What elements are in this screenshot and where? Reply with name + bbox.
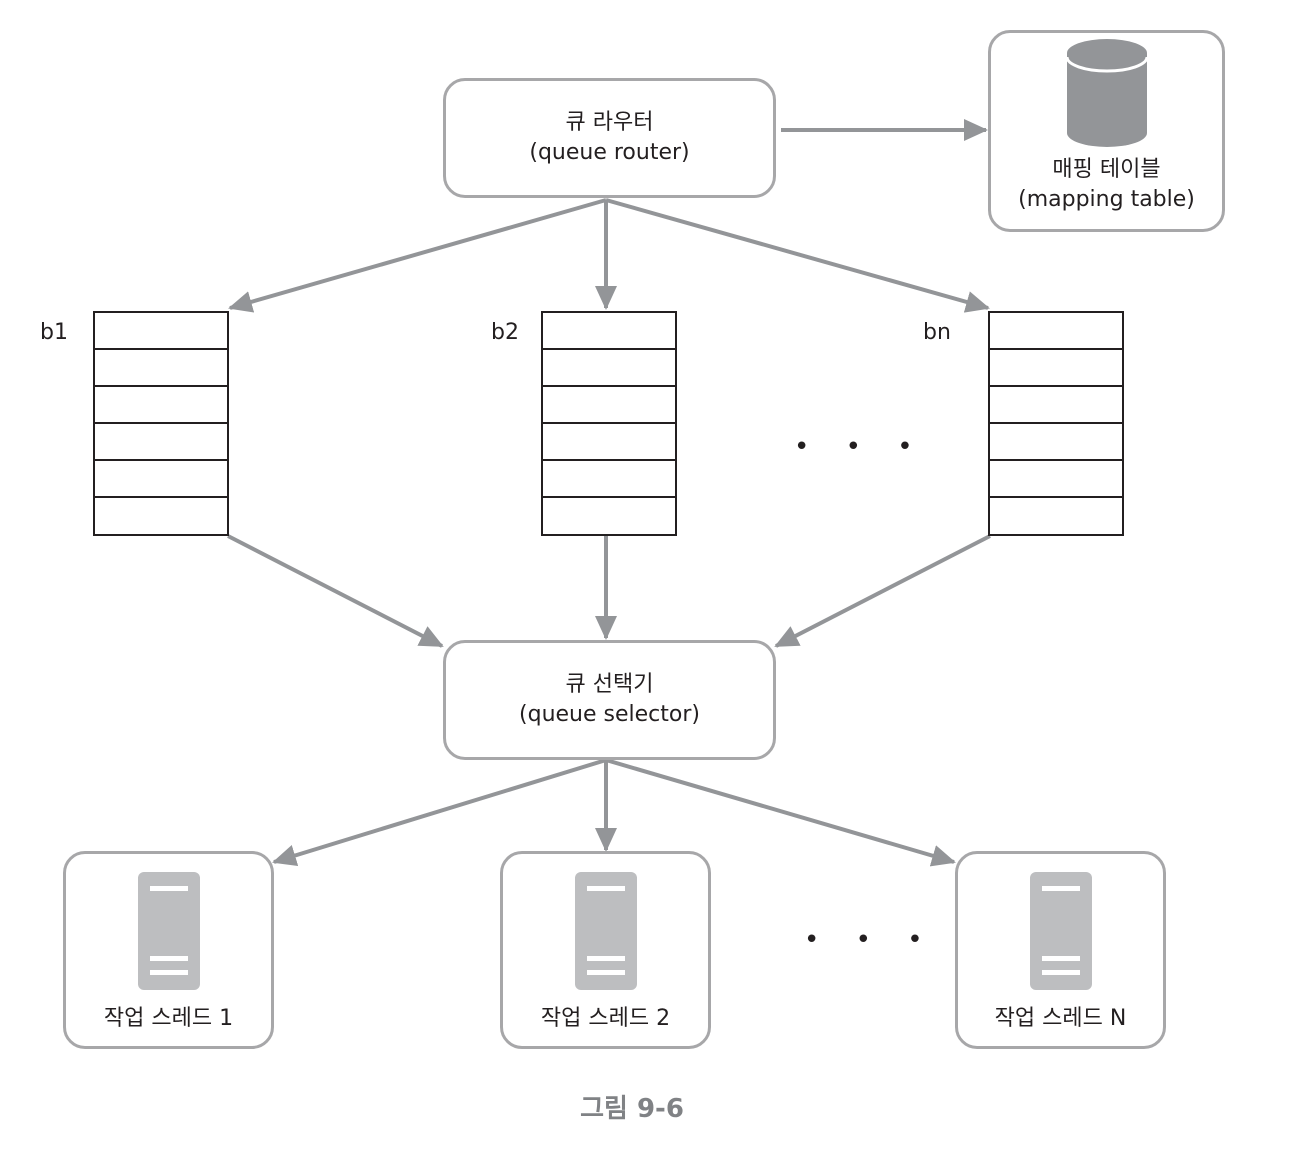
queue-b2	[541, 311, 677, 536]
server-icon	[574, 872, 637, 990]
arrow-bn-to-selector	[774, 534, 991, 648]
queue-slot	[543, 313, 675, 350]
queue-router-node: 큐 라우터 (queue router)	[443, 78, 776, 198]
mapping-table-label-en: (mapping table)	[1018, 187, 1195, 212]
queue-router-label-ko: 큐 라우터	[565, 110, 654, 135]
figure-caption: 그림 9-6	[580, 1094, 684, 1124]
queue-slot	[990, 387, 1122, 424]
queue-slot	[990, 498, 1122, 535]
queue-slot	[990, 313, 1122, 350]
queue-slot	[990, 350, 1122, 387]
arrow-selector-to-worker1	[272, 758, 607, 867]
queue-slot	[95, 350, 227, 387]
queue-slot	[990, 424, 1122, 461]
worker-thread-1: 작업 스레드 1	[63, 851, 274, 1049]
queue-slot	[95, 387, 227, 424]
server-icon	[137, 872, 200, 990]
worker-ellipsis: • • •	[804, 925, 937, 955]
queue-ellipsis: • • •	[794, 432, 927, 462]
queue-selector-label-en: (queue selector)	[519, 702, 700, 727]
worker-thread-n: 작업 스레드 N	[955, 851, 1166, 1049]
mapping-table-label-ko: 매핑 테이블	[1052, 157, 1161, 182]
queue-bn	[988, 311, 1124, 536]
worker-thread-label: 작업 스레드 1	[103, 1006, 234, 1031]
queue-slot	[543, 498, 675, 535]
queue-label-b1: b1	[40, 320, 68, 345]
queue-slot	[990, 461, 1122, 498]
arrow-b1-to-selector	[227, 534, 444, 648]
arrow-selector-to-workerN	[605, 758, 956, 867]
queue-slot	[95, 313, 227, 350]
queue-label-b2: b2	[491, 320, 519, 345]
queue-slot	[543, 424, 675, 461]
worker-thread-label: 작업 스레드 2	[540, 1006, 671, 1031]
queue-slot	[543, 350, 675, 387]
arrow-router-to-bn	[605, 198, 990, 313]
queue-label-bn: bn	[923, 320, 951, 345]
queue-slot	[95, 461, 227, 498]
worker-thread-2: 작업 스레드 2	[500, 851, 711, 1049]
queue-slot	[543, 461, 675, 498]
mapping-table-node: 매핑 테이블 (mapping table)	[988, 30, 1225, 232]
arrow-router-to-b1	[228, 198, 607, 313]
server-icon	[1029, 872, 1092, 990]
queue-selector-node: 큐 선택기 (queue selector)	[443, 640, 776, 760]
worker-thread-label: 작업 스레드 N	[994, 1006, 1127, 1031]
queue-slot	[95, 498, 227, 535]
queue-router-label-en: (queue router)	[529, 140, 690, 165]
queue-slot	[543, 387, 675, 424]
queue-b1	[93, 311, 229, 536]
queue-selector-label-ko: 큐 선택기	[565, 672, 654, 697]
database-icon	[1066, 39, 1147, 147]
queue-slot	[95, 424, 227, 461]
